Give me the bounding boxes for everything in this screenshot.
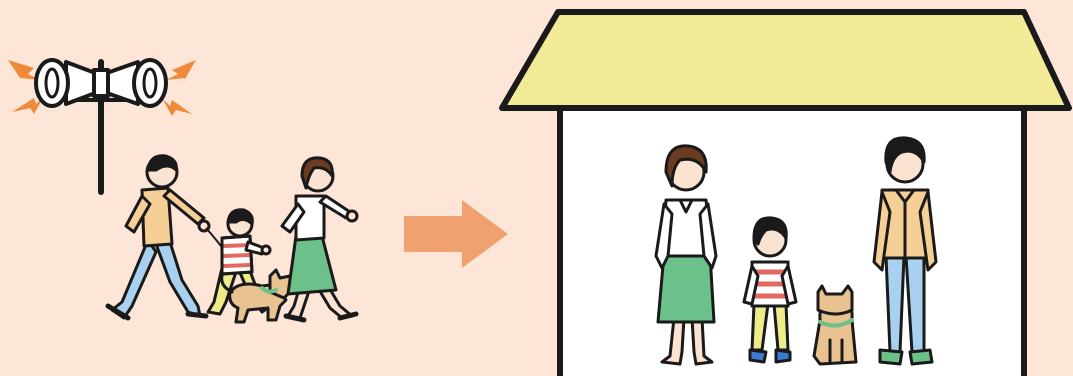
sitting-dog-figure <box>814 286 856 364</box>
house-interior <box>560 106 1024 376</box>
house-roof <box>502 12 1069 108</box>
